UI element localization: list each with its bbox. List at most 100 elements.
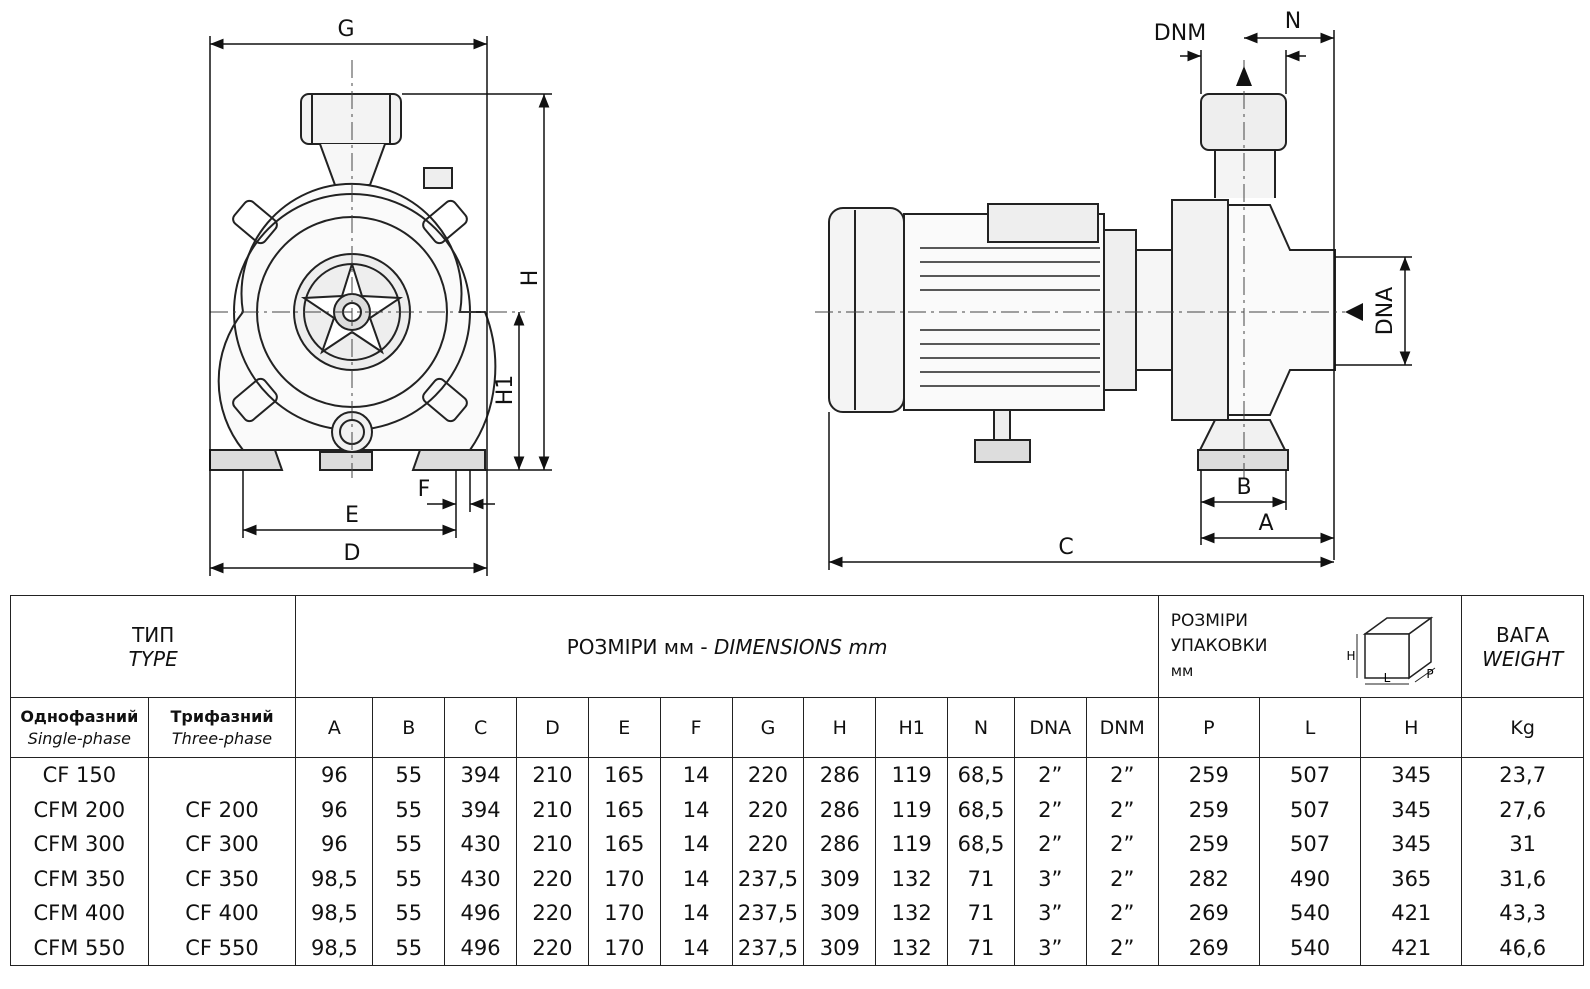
table-cell: 71 — [947, 896, 1015, 931]
single-phase-model: CF 150 — [10, 757, 149, 793]
table-cell: 2” — [1085, 930, 1159, 966]
table-cell: 237,5 — [731, 861, 805, 896]
flow-in-arrow — [1345, 303, 1363, 321]
table-cell: 210 — [516, 757, 589, 793]
dim-label-b: B — [1236, 475, 1251, 500]
dim-label-n: N — [1285, 9, 1301, 34]
table-cell: 394 — [444, 757, 517, 793]
table-cell: 14 — [659, 896, 733, 931]
table-cell: 309 — [803, 896, 877, 931]
table-cell: 220 — [516, 896, 589, 931]
dim-label-h1: H1 — [493, 375, 518, 406]
weight-header: ВАГА WEIGHT — [1461, 595, 1584, 698]
table-cell: 2” — [1085, 757, 1159, 793]
single-phase-header: Однофазний Single-phase — [10, 697, 149, 758]
table-cell: 132 — [875, 930, 949, 966]
column-header: Kg — [1461, 697, 1584, 758]
table-cell: 2” — [1085, 792, 1159, 827]
table-cell: 345 — [1360, 757, 1463, 793]
table-cell: 55 — [372, 757, 446, 793]
table-cell: 421 — [1360, 930, 1463, 966]
packing-label-2: УПАКОВКИ — [1170, 636, 1268, 656]
table-cell: 237,5 — [731, 930, 805, 966]
dim-label-dna: DNA — [1373, 287, 1398, 335]
table-cell: 55 — [372, 930, 446, 966]
table-cell: 55 — [372, 827, 446, 862]
table-cell: 2” — [1085, 861, 1159, 896]
table-cell: 259 — [1157, 757, 1260, 793]
pump-front-view — [209, 93, 497, 471]
packing-header: РОЗМІРИ УПАКОВКИ мм H — [1157, 595, 1463, 698]
three-phase-header: Трифазний Three-phase — [147, 697, 297, 758]
table-cell: 96 — [295, 757, 374, 793]
three-phase-uk: Трифазний — [170, 706, 274, 726]
table-cell: 269 — [1157, 930, 1260, 966]
table-cell: 210 — [516, 827, 589, 862]
table-cell: 98,5 — [295, 930, 374, 966]
table-cell: 71 — [947, 930, 1015, 966]
table-cell: 55 — [372, 861, 446, 896]
table-cell: 430 — [444, 827, 517, 862]
table-cell: 14 — [659, 930, 733, 966]
weight-header-en: WEIGHT — [1482, 646, 1564, 671]
type-header-en: TYPE — [128, 646, 178, 671]
single-phase-model: CFM 300 — [10, 827, 149, 862]
table-cell: 507 — [1258, 792, 1362, 827]
table-cell: 540 — [1258, 896, 1362, 931]
column-header: DNM — [1085, 697, 1159, 758]
table-cell: 210 — [516, 792, 589, 827]
table-cell: 96 — [295, 827, 374, 862]
table-cell: 165 — [587, 757, 661, 793]
type-header: ТИП TYPE — [9, 595, 297, 698]
table-cell: 71 — [947, 861, 1015, 896]
table-cell: 220 — [731, 827, 805, 862]
table-cell: 2” — [1085, 896, 1159, 931]
table-cell: 3” — [1013, 896, 1087, 931]
column-header: N — [947, 697, 1015, 758]
table-cell: 98,5 — [295, 861, 374, 896]
table-cell: 220 — [516, 861, 589, 896]
three-phase-model — [147, 757, 297, 793]
technical-drawing: G H H1 E F D — [209, 9, 1412, 576]
dim-label-h: H — [518, 270, 543, 287]
column-header: D — [516, 697, 589, 758]
table-cell: 55 — [372, 792, 446, 827]
column-header: P — [1157, 697, 1260, 758]
table-cell: 98,5 — [295, 896, 374, 931]
single-phase-model: CFM 350 — [10, 861, 149, 896]
single-phase-model: CFM 550 — [10, 930, 149, 966]
table-cell: 14 — [659, 757, 733, 793]
table-cell: 132 — [875, 861, 949, 896]
table-cell: 14 — [659, 861, 733, 896]
three-phase-model: CF 200 — [147, 792, 297, 827]
dim-label-g: G — [337, 17, 354, 42]
table-cell: 170 — [587, 861, 661, 896]
table-cell: 286 — [803, 792, 877, 827]
single-phase-model: CFM 400 — [10, 896, 149, 931]
table-cell: 2” — [1013, 827, 1087, 862]
packing-label-3: мм — [1170, 662, 1194, 680]
table-cell: 269 — [1157, 896, 1260, 931]
table-cell: 345 — [1360, 827, 1463, 862]
table-cell: 96 — [295, 792, 374, 827]
table-cell: 31,6 — [1461, 861, 1584, 896]
table-cell: 282 — [1157, 861, 1260, 896]
package-box-icon: H L P — [1347, 616, 1436, 685]
column-header: F — [659, 697, 733, 758]
dim-label-a: A — [1258, 511, 1273, 536]
table-cell: 394 — [444, 792, 517, 827]
table-cell: 170 — [587, 896, 661, 931]
table-cell: 3” — [1013, 930, 1087, 966]
three-phase-en: Three-phase — [171, 728, 273, 748]
table-cell: 507 — [1258, 827, 1362, 862]
dim-label-d: D — [344, 541, 361, 566]
package-l-label: L — [1384, 671, 1391, 685]
dim-label-dnm: DNM — [1154, 21, 1206, 46]
table-cell: 132 — [875, 896, 949, 931]
